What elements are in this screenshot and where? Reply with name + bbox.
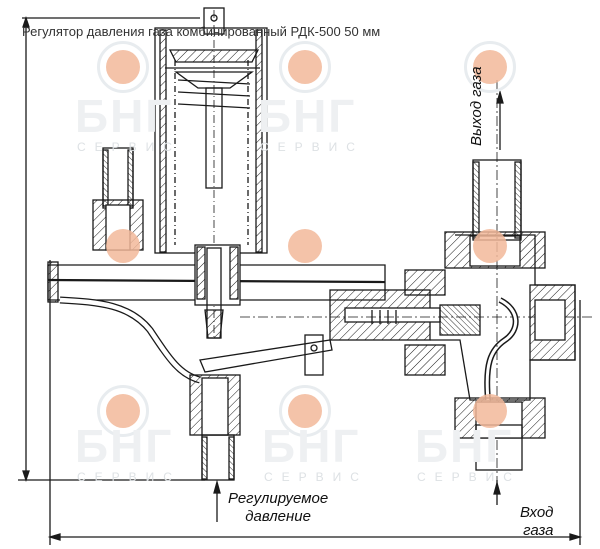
- outlet-label-text: Выход газа: [468, 66, 485, 146]
- regulated-pressure-line2: давление: [245, 508, 311, 525]
- inlet-line2: газа: [523, 522, 554, 539]
- regulated-pressure-outlet: [189, 374, 241, 522]
- right-valve-body: [430, 80, 576, 505]
- left-upper-nipple: [92, 147, 144, 251]
- diaphragm-chamber: [47, 244, 386, 384]
- valve-channel: [240, 269, 595, 376]
- regulated-pressure-line1: Регулируемое: [228, 490, 329, 507]
- regulated-pressure-label: Регулируемое давление: [228, 490, 328, 526]
- drawing-caption: Регулятор давления газа комбинированный …: [22, 24, 381, 39]
- inlet-label: Вход газа: [520, 504, 553, 540]
- spring-housing: [154, 7, 268, 340]
- outlet-label: Выход газа: [468, 36, 490, 146]
- dimension-lines: [18, 15, 583, 545]
- inlet-line1: Вход: [520, 504, 554, 521]
